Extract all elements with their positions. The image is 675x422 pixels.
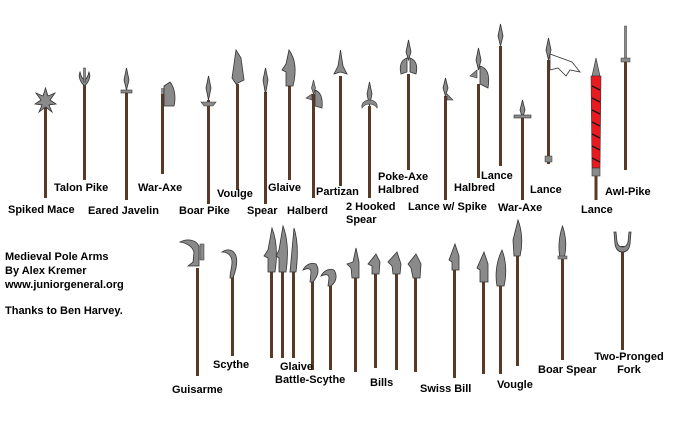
halberd-icon <box>305 79 323 198</box>
label-boar-spear: Boar Spear <box>538 364 597 376</box>
striped-lance-icon <box>590 57 602 200</box>
label-war-axe: War-Axe <box>138 182 183 194</box>
war-axe-icon <box>161 81 176 174</box>
label-pennant-lance: Lance <box>530 184 562 196</box>
label-eared-javelin: Eared Javelin <box>88 205 159 217</box>
lance-with-spike-icon <box>442 77 454 200</box>
label-swiss-bill: Swiss Bill <box>420 383 472 395</box>
two-hooked-spear-icon <box>361 81 378 198</box>
scythe-icon <box>220 249 238 356</box>
credits-author: By Alex Kremer <box>5 265 87 277</box>
label-scythe: Scythe <box>213 359 250 371</box>
label-vougle: Vougle <box>497 379 533 391</box>
talon-pike-icon <box>78 67 91 180</box>
pennant-lance-icon <box>544 37 581 164</box>
label-two-hooked-spear: 2 Hooked Spear <box>346 201 396 226</box>
voulge-icon <box>231 48 245 190</box>
label-halberd: Halberd <box>287 205 328 217</box>
credits-block: Medieval Pole Arms By Alex Kremer www.ju… <box>5 250 124 318</box>
boar-spear-icon <box>557 224 568 360</box>
spear-icon <box>262 67 269 204</box>
vougle-icon <box>476 218 523 374</box>
label-halbred: Halbred <box>454 182 495 194</box>
glaive-pair-icon <box>263 224 298 358</box>
label-two-pronged-fork: Two-Pronged Fork <box>594 351 664 376</box>
partizan-icon <box>333 49 348 186</box>
label-talon-pike: Talon Pike <box>54 182 109 194</box>
spiked-mace-icon <box>33 86 58 198</box>
label-boar-pike: Boar Pike <box>179 205 230 217</box>
guisarme-icon <box>178 239 205 376</box>
label-guisarme: Guisarme <box>172 384 223 396</box>
war-axe-2-icon <box>513 99 532 200</box>
label-striped-lance: Lance <box>581 204 613 216</box>
label-war-axe-2: War-Axe <box>498 202 543 214</box>
swiss-bill-icon <box>448 242 460 378</box>
label-lance-with-spike: Lance w/ Spike <box>408 201 487 213</box>
two-pronged-fork-icon <box>613 231 632 350</box>
label-poke-axe-halbred: Poke-Axe Halbred <box>378 171 429 196</box>
lance-icon <box>497 23 504 166</box>
label-glaive: Glaive <box>268 182 302 194</box>
label-voulge: Voulge <box>217 188 253 200</box>
credits-site[interactable]: www.juniorgeneral.org <box>5 279 124 291</box>
eared-javelin-icon <box>120 67 133 200</box>
label-battle-scythe: Battle-Scythe <box>275 374 346 386</box>
label-spear: Spear <box>247 205 278 217</box>
battle-scythe-icon <box>302 262 337 370</box>
label-glaive-pair: Glaive <box>280 361 314 373</box>
label-partizan: Partizan <box>316 186 359 198</box>
awl-pike-icon <box>620 25 631 170</box>
label-bills: Bills <box>370 377 394 389</box>
label-awl-pike: Awl-Pike <box>605 186 651 198</box>
boar-pike-icon <box>200 75 217 204</box>
credits-thanks: Thanks to Ben Harvey. <box>5 305 123 317</box>
halbred-icon <box>469 47 490 178</box>
glaive-icon <box>281 49 296 180</box>
credits-title: Medieval Pole Arms <box>5 251 109 263</box>
poke-axe-halbred-icon <box>399 39 418 170</box>
bills-icon <box>346 247 422 372</box>
label-spiked-mace: Spiked Mace <box>8 204 75 216</box>
label-lance: Lance <box>481 170 513 182</box>
